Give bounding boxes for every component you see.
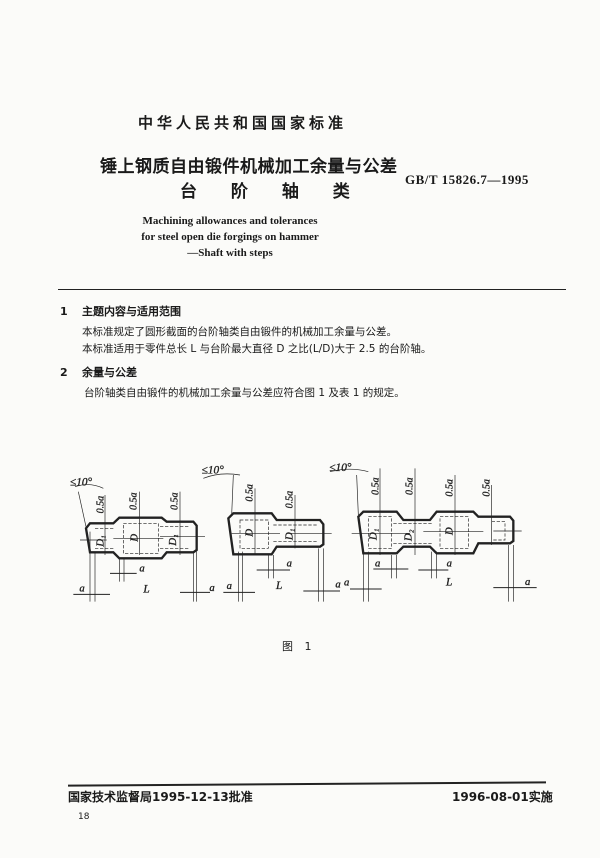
shaft-drawing-a: ≤10° 0.5a 0.5a 0.5a D₁ D D₁ a a L a <box>70 476 215 602</box>
figure-1-stepped-shafts: ≤10° 0.5a 0.5a 0.5a D₁ D D₁ a a L a ≤10°… <box>70 462 537 602</box>
dim-label: a <box>79 584 84 595</box>
dim-label: D₂ <box>404 529 415 542</box>
title-en-line: for steel open die forgings on hammer <box>141 231 319 243</box>
dim-label: a <box>525 577 530 588</box>
dim-label: a <box>227 581 232 592</box>
title-en-line: —Shaft with steps <box>187 247 273 259</box>
subtitle-cn: 台 阶 轴 类 <box>180 182 364 202</box>
dim-label: D₁ <box>285 529 296 541</box>
dim-label: L <box>142 583 149 595</box>
dim-label: 0.5a <box>95 496 106 513</box>
dim-label: D₁ <box>168 534 179 546</box>
page-number: 18 <box>78 812 90 822</box>
dim-label: a <box>335 580 340 591</box>
dim-label: 0.5a <box>169 493 180 511</box>
header-divider <box>58 289 566 290</box>
figure-caption: 图 1 <box>282 640 316 653</box>
effective-date: 1996-08-01实施 <box>452 790 553 804</box>
dim-label: L <box>445 577 452 589</box>
standard-code: GB/T 15826.7—1995 <box>405 172 529 187</box>
dim-label: a <box>375 559 380 570</box>
dim-label: D <box>245 529 256 538</box>
angle-label: ≤10° <box>329 462 352 474</box>
dim-label: 0.5a <box>370 478 381 496</box>
dim-label: a <box>447 559 452 570</box>
issuing-authority: 中华人民共和国国家标准 <box>138 114 348 132</box>
title-en-line: Machining allowances and tolerances <box>142 215 318 227</box>
dim-label: 0.5a <box>405 478 416 496</box>
angle-label: ≤10° <box>70 477 93 489</box>
paragraph: 台阶轴类自由锻件的机械加工余量与公差应符合图 1 及表 1 的规定。 <box>84 387 405 399</box>
dim-label: 0.5a <box>285 491 296 509</box>
angle-label: ≤10° <box>202 464 225 476</box>
shaft-drawing-c: ≤10° 0.5a 0.5a 0.5a 0.5a D₁ D₂ D a a a L… <box>329 462 537 602</box>
dim-label: D₁ <box>369 529 380 541</box>
dim-label: a <box>344 578 349 589</box>
dim-label: 0.5a <box>481 479 492 497</box>
dim-label: a <box>139 564 144 575</box>
dim-label: 0.5a <box>445 479 456 497</box>
dim-label: D₁ <box>95 535 106 547</box>
dim-label: a <box>209 583 214 594</box>
dim-label: L <box>275 580 282 592</box>
dim-label: 0.5a <box>129 493 140 511</box>
dim-label: D <box>129 534 140 543</box>
shaft-drawing-b: ≤10° 0.5a 0.5a D D₁ a a L a <box>202 464 341 602</box>
dim-label: D <box>445 527 456 536</box>
footer-divider <box>68 781 546 787</box>
dim-label: a <box>287 559 292 570</box>
paragraph: 本标准规定了圆形截面的台阶轴类自由锻件的机械加工余量与公差。 <box>82 326 397 338</box>
paragraph: 本标准适用于零件总长 L 与台阶最大直径 D 之比(L/D)大于 2.5 的台阶… <box>82 343 432 355</box>
title-cn: 锤上钢质自由锻件机械加工余量与公差 <box>100 157 398 177</box>
approval-date: 国家技术监督局1995-12-13批准 <box>68 790 253 804</box>
dim-label: 0.5a <box>245 484 256 502</box>
